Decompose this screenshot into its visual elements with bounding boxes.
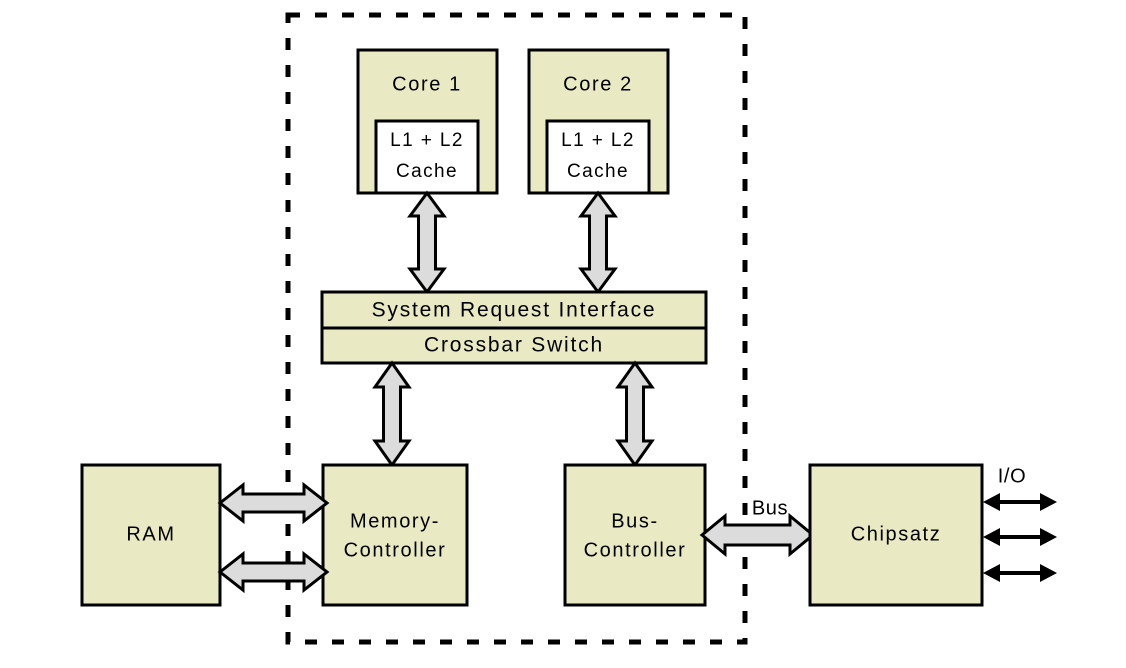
core2-to-sri-arrow	[578, 190, 618, 295]
ram-box	[80, 463, 222, 607]
chipsatz-io-arrow-1	[983, 493, 1057, 511]
ram-to-memory-controller-upper-arrow	[217, 481, 330, 525]
core1-to-sri-arrow	[407, 190, 447, 295]
memory-controller-block: Memory- Controller	[321, 463, 469, 607]
crossbar-switch-label: Crossbar Switch	[424, 334, 604, 357]
core1-cache-label-line1: L1 + L2	[390, 130, 464, 151]
ram-block: RAM	[80, 463, 222, 607]
memory-controller-label-line2: Controller	[344, 539, 447, 561]
bus-controller-block: Bus- Controller	[563, 463, 707, 607]
core1-cache-label-line2: Cache	[396, 161, 458, 182]
chipsatz-block: Chipsatz	[808, 463, 984, 607]
chipsatz-label: Chipsatz	[851, 523, 942, 545]
crossbar-switch-box	[320, 326, 708, 365]
system-request-interface-block: System Request Interface	[320, 290, 708, 330]
core2-block: Core 2 L1 + L2 Cache	[527, 48, 670, 195]
ram-to-memory-controller-lower-arrow	[217, 550, 330, 594]
core1-block: Core 1 L1 + L2 Cache	[356, 48, 499, 195]
crossbar-to-bus-controller-arrow	[615, 360, 655, 468]
core2-label: Core 2	[563, 73, 633, 95]
system-request-interface-label: System Request Interface	[372, 299, 657, 322]
chipsatz-io-arrow-3	[983, 564, 1057, 582]
bus-connection-label: Bus	[752, 497, 788, 519]
bus-controller-label-line2: Controller	[584, 539, 687, 561]
memory-controller-label-line1: Memory-	[350, 510, 440, 532]
bus-controller-box	[563, 463, 707, 607]
bus-controller-to-chipsatz-arrow	[699, 512, 816, 558]
ram-label: RAM	[126, 523, 175, 545]
core2-cache-label-line2: Cache	[567, 161, 629, 182]
core2-cache-label-line1: L1 + L2	[561, 130, 635, 151]
core2-cache-box	[545, 119, 651, 195]
core1-label: Core 1	[392, 73, 462, 95]
chipsatz-io-arrow-2	[983, 528, 1057, 546]
memory-controller-box	[321, 463, 469, 607]
chipsatz-box	[808, 463, 984, 607]
io-connections-label: I/O	[998, 465, 1026, 487]
crossbar-to-memory-controller-arrow	[372, 360, 412, 468]
crossbar-switch-block: Crossbar Switch	[320, 326, 708, 365]
bus-controller-label-line1: Bus-	[611, 510, 659, 532]
